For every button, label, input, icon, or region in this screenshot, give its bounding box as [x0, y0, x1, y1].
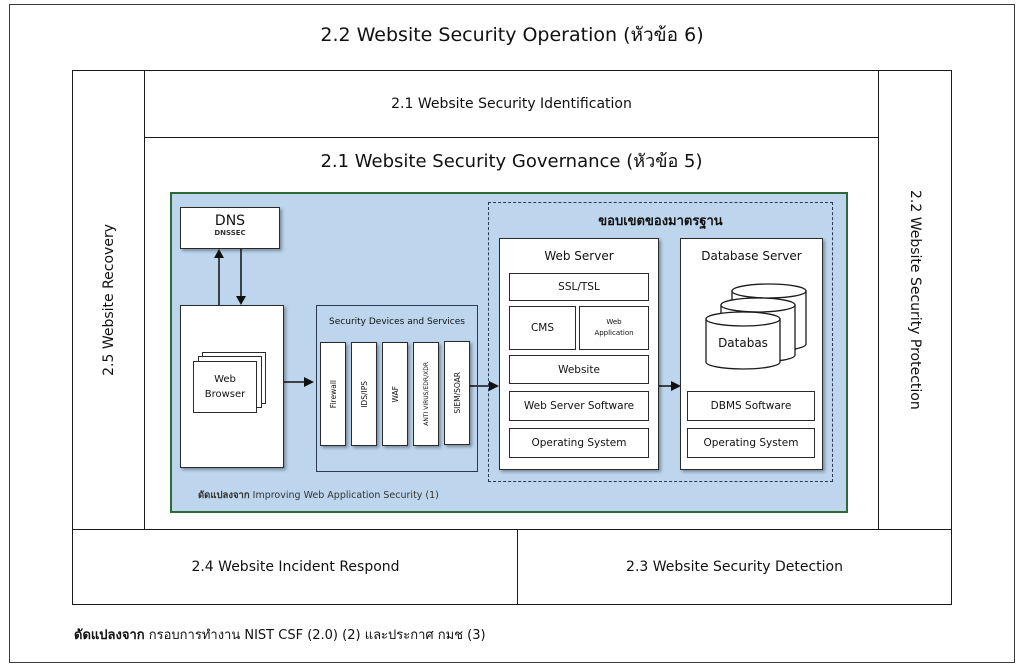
arrow-security-to-webserver: [469, 381, 499, 391]
web-browser-box: Web Browser: [193, 361, 257, 413]
governance-title: 2.1 Website Security Governance (หัวข้อ …: [320, 151, 703, 172]
identification-label: 2.1 Website Security Identification: [391, 96, 632, 112]
device-firewall: Firewall: [320, 342, 346, 446]
web-app-line1: Web: [606, 318, 622, 326]
web-browser-line1: Web: [214, 374, 236, 385]
database-os-box: Operating System: [687, 428, 815, 458]
database-cylinder-front: [705, 311, 781, 370]
web-server-title: Web Server: [544, 249, 614, 263]
security-devices-box: [316, 305, 478, 472]
operation-title: 2.2 Website Security Operation (หัวข้อ 6…: [320, 24, 704, 46]
footer-prefix: ดัดแปลงจาก: [74, 628, 145, 643]
database-server-title: Database Server: [701, 249, 802, 263]
ssl-tsl-box: SSL/TSL: [509, 273, 649, 301]
incident-box: 2.4 Website Incident Respond: [72, 529, 519, 605]
device-antivirus: ANTI VIRUS/EDR/XDR: [413, 342, 439, 446]
incident-label: 2.4 Website Incident Respond: [191, 559, 400, 575]
device-waf: WAF: [382, 342, 408, 446]
security-devices-title: Security Devices and Services: [329, 317, 465, 327]
arrow-webserver-to-dbserver: [659, 381, 681, 391]
cms-label: CMS: [530, 322, 555, 334]
standard-scope-box: [488, 202, 833, 482]
database-label: Databas: [718, 336, 768, 350]
detection-box: 2.3 Website Security Detection: [517, 529, 952, 605]
arrow-dns-to-browser: [236, 249, 246, 305]
web-server-software-label: Web Server Software: [523, 400, 635, 412]
database-os-label: Operating System: [703, 437, 799, 449]
footer-note: ดัดแปลงจาก กรอบการทำงาน NIST CSF (2.0) (…: [74, 624, 486, 645]
website-label: Website: [558, 363, 600, 376]
web-app-line2: Application: [594, 329, 634, 337]
device-siem-soar: SIEM/SOAR: [444, 341, 470, 445]
ssl-tsl-label: SSL/TSL: [558, 281, 600, 293]
panel-source-prefix: ดัดแปลงจาก: [198, 490, 250, 501]
dns-title: DNS: [214, 213, 246, 229]
recovery-box: 2.5 Website Recovery: [72, 70, 145, 530]
cms-box: CMS: [509, 306, 576, 350]
device-ids-ips: IDS/IPS: [351, 342, 377, 446]
standard-scope-title: ขอบเขตของมาตรฐาน: [598, 214, 723, 229]
panel-source-text: Improving Web Application Security (1): [252, 490, 439, 501]
web-server-os-box: Operating System: [509, 428, 649, 458]
detection-label: 2.3 Website Security Detection: [626, 559, 843, 575]
web-browser-line2: Browser: [204, 389, 246, 400]
dbms-software-label: DBMS Software: [710, 400, 792, 412]
web-server-software-box: Web Server Software: [509, 391, 649, 421]
website-box: Website: [509, 355, 649, 384]
dns-box: DNS DNSSEC: [180, 207, 280, 249]
web-server-os-label: Operating System: [531, 437, 627, 449]
arrow-browser-to-dns: [214, 249, 224, 305]
dbms-software-box: DBMS Software: [687, 391, 815, 421]
panel-source-note: ดัดแปลงจาก Improving Web Application Sec…: [198, 488, 439, 503]
protection-label: 2.2 Website Security Protection: [907, 190, 923, 410]
footer-text: กรอบการทำงาน NIST CSF (2.0) (2) และประกา…: [148, 628, 486, 643]
dns-subtitle: DNSSEC: [214, 229, 246, 237]
protection-box: 2.2 Website Security Protection: [878, 70, 952, 530]
web-application-box: Web Application: [579, 306, 649, 350]
